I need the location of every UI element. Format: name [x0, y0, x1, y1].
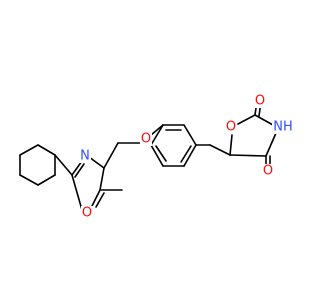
- phenyl-double-bond: [155, 145, 167, 162]
- oxazole-double-bond: [74, 163, 85, 178]
- oxazole-bond: [71, 160, 83, 176]
- phenyl-bond: [183, 144, 197, 167]
- phenyl-bond: [150, 144, 164, 167]
- structure-svg: O N O O O NH O: [19, 94, 294, 221]
- oxazolidinedione-bond: [265, 132, 277, 157]
- cyclohexyl-bond: [37, 144, 56, 156]
- oxazole-bond: [99, 167, 105, 191]
- oxazolidinedione-bond: [229, 134, 233, 156]
- oxazole-nitrogen-bg: [79, 149, 91, 163]
- methylene-bond: [209, 144, 231, 156]
- ether-bond: [150, 124, 164, 136]
- ethyl-bond: [103, 142, 119, 169]
- bond-layer: [19, 100, 277, 211]
- oxazole-bond: [88, 156, 105, 169]
- oxazole-double-bond: [95, 192, 105, 208]
- oxazole-bond: [91, 189, 101, 207]
- top-carbonyl-oxygen-bg: [254, 94, 266, 108]
- cyclohexyl-oxazole-bond: [54, 154, 73, 176]
- bottom-carbonyl-oxygen-bg: [262, 164, 274, 178]
- cyclohexyl-bond: [37, 174, 56, 186]
- oxazolidinedione-bond: [237, 114, 256, 125]
- oxazole-oxygen-bg: [81, 206, 93, 220]
- phenyl-bond: [183, 124, 197, 146]
- oxazolidinedione-bond: [254, 114, 274, 126]
- oxazole-nitrogen-label: N: [80, 149, 90, 164]
- ring-oxygen-label: O: [226, 120, 236, 135]
- atom-label-layer: O N O O O NH O: [79, 94, 294, 221]
- molecule-diagram: O N O O O NH O: [19, 94, 294, 221]
- ether-oxygen-label: O: [141, 132, 151, 147]
- top-carbonyl-oxygen-label: O: [255, 94, 265, 109]
- cyclohexyl-bond: [19, 174, 39, 186]
- ring-oxygen-bg: [225, 120, 237, 134]
- bottom-carbonyl-oxygen-label: O: [263, 164, 273, 179]
- cyclohexyl-bond: [19, 144, 39, 156]
- oxazolidinedione-bond: [229, 154, 267, 157]
- oxazole-bond: [71, 174, 83, 211]
- phenyl-bond: [150, 124, 164, 146]
- nh-bg: [272, 120, 294, 134]
- ether-oxygen-bg: [140, 132, 152, 146]
- nh-label: NH: [273, 120, 293, 135]
- oxazole-oxygen-label: O: [82, 206, 92, 221]
- phenyl-double-bond: [180, 145, 192, 163]
